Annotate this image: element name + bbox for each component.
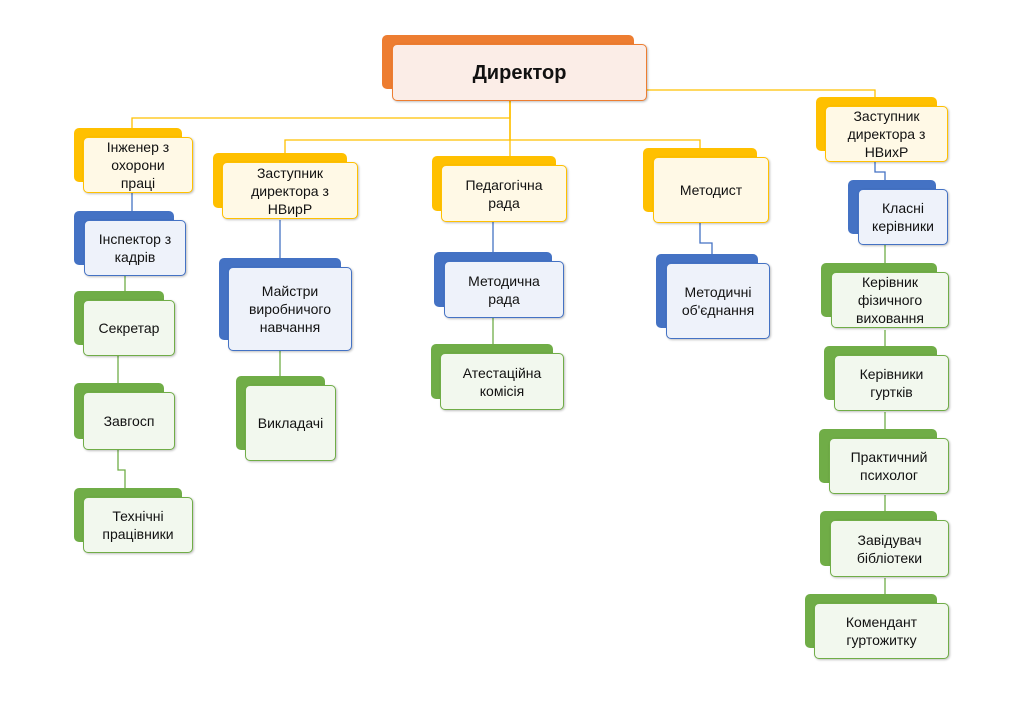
attestation-commission-label: Атестаційна комісія bbox=[462, 364, 542, 399]
pe-head-label: Керівник фізичного виховання bbox=[856, 274, 924, 326]
supply-manager-box: Завгосп bbox=[74, 383, 176, 451]
methodist-label: Методист bbox=[679, 182, 743, 198]
deputy-nvirr-label: Заступник директора з НВирР bbox=[251, 164, 329, 217]
pedagogical-council-label: Педагогічна рада bbox=[465, 176, 543, 211]
methodical-council-box: Методична рада bbox=[434, 252, 564, 319]
hr-inspector-box: Інспектор з кадрів bbox=[74, 211, 186, 277]
secretary-box: Секретар bbox=[74, 291, 176, 357]
class-teachers-label: Класні керівники bbox=[872, 200, 934, 234]
methodical-associations-box: Методичні об'єднання bbox=[656, 254, 770, 340]
teachers-label: Викладачі bbox=[257, 415, 324, 431]
secretary-label: Секретар bbox=[98, 320, 160, 336]
psychologist-label: Практичний психолог bbox=[850, 449, 928, 483]
safety-engineer-label: Інженер з охорони праці bbox=[106, 139, 170, 191]
attestation-commission-box: Атестаційна комісія bbox=[431, 344, 565, 411]
deputy-nvirr-box: Заступник директора з НВирР bbox=[213, 153, 359, 220]
technical-staff-box: Технічні працівники bbox=[74, 488, 194, 554]
methodist-box: Методист bbox=[643, 148, 769, 224]
dormitory-commandant-label: Комендант гуртожитку bbox=[845, 614, 918, 648]
director-box: Директор bbox=[382, 35, 647, 101]
deputy-nvikhr-box: Заступник директора з НВихР bbox=[816, 97, 949, 163]
hr-inspector-label: Інспектор з кадрів bbox=[98, 231, 172, 265]
technical-staff-label: Технічні працівники bbox=[102, 508, 174, 542]
methodical-council-label: Методична рада bbox=[468, 272, 540, 307]
safety-engineer-box: Інженер з охорони праці bbox=[74, 128, 194, 194]
deputy-nvikhr-label: Заступник директора з НВихР bbox=[847, 108, 926, 160]
production-masters-box: Майстри виробничого навчання bbox=[219, 258, 353, 352]
librarian-box: Завідувач бібліотеки bbox=[820, 511, 949, 578]
production-masters-label: Майстри виробничого навчання bbox=[248, 283, 332, 335]
psychologist-box: Практичний психолог bbox=[819, 429, 949, 495]
class-teachers-box: Класні керівники bbox=[848, 180, 948, 246]
methodical-associations-label: Методичні об'єднання bbox=[681, 284, 755, 318]
dormitory-commandant-box: Комендант гуртожитку bbox=[805, 594, 949, 660]
teachers-box: Викладачі bbox=[236, 376, 337, 462]
club-leaders-box: Керівники гуртків bbox=[824, 346, 949, 412]
pedagogical-council-box: Педагогічна рада bbox=[432, 156, 568, 223]
librarian-label: Завідувач бібліотеки bbox=[856, 531, 923, 566]
pe-head-box: Керівник фізичного виховання bbox=[821, 263, 949, 329]
club-leaders-label: Керівники гуртків bbox=[859, 366, 924, 400]
director-label: Директор bbox=[472, 61, 567, 84]
supply-manager-label: Завгосп bbox=[103, 413, 155, 429]
